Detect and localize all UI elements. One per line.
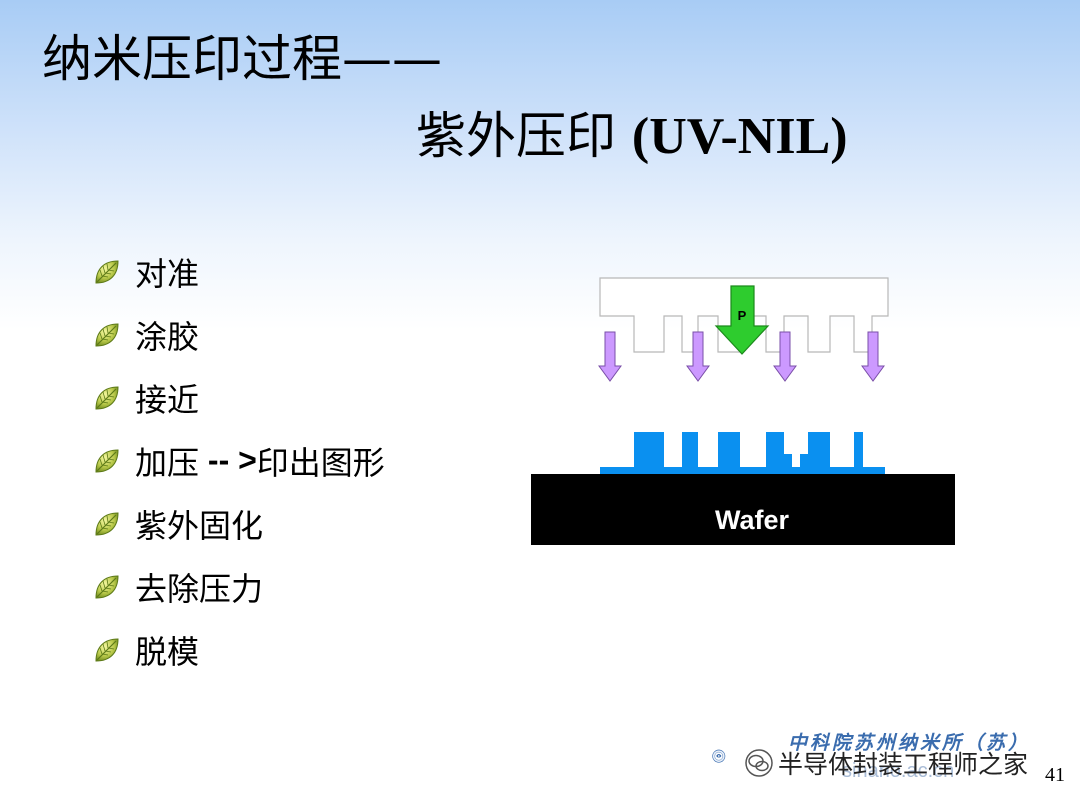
slide-title-line2: 紫外压印 (UV-NIL) bbox=[416, 103, 848, 170]
leaf-bullet-icon bbox=[92, 509, 122, 539]
leaf-bullet-icon bbox=[92, 320, 122, 350]
uv-arrow-icon bbox=[861, 331, 885, 382]
list-item: 脱模 bbox=[92, 618, 385, 681]
wafer-substrate bbox=[531, 474, 955, 545]
list-item: 去除压力 bbox=[92, 555, 385, 618]
institute-logo bbox=[712, 749, 726, 763]
slide-title-line1: 纳米压印过程—— bbox=[42, 30, 442, 88]
leaf-bullet-icon bbox=[92, 383, 122, 413]
leaf-bullet-icon bbox=[92, 572, 122, 602]
uv-nil-diagram: P Wafer bbox=[531, 277, 955, 545]
list-item: 加压 -- >印出图形 bbox=[92, 429, 385, 492]
institute-url: sinano.ac.cn bbox=[842, 760, 955, 782]
title-cn: 紫外压印 bbox=[416, 107, 616, 165]
uv-arrow-icon bbox=[686, 331, 710, 382]
leaf-bullet-icon bbox=[92, 446, 122, 476]
list-item-text: 紫外固化 bbox=[135, 506, 264, 545]
step-list: 对准 涂胶 接近 加压 -- >印出图形 紫外固化 去除压力 脱模 bbox=[92, 240, 385, 681]
list-item: 对准 bbox=[92, 240, 385, 303]
pressure-label: P bbox=[738, 308, 747, 323]
watermark: 半导体封装工程师之家 bbox=[744, 745, 1028, 781]
list-item-text-cn: 印出图形 bbox=[256, 443, 385, 482]
list-item-text-cn: 加压 bbox=[135, 443, 200, 482]
watermark-text: 半导体封装工程师之家 bbox=[778, 750, 1029, 779]
list-item: 紫外固化 bbox=[92, 492, 385, 555]
list-item: 接近 bbox=[92, 366, 385, 429]
institute-name: 中科院苏州纳米所（苏） bbox=[788, 732, 1031, 754]
list-item-text: 对准 bbox=[135, 254, 200, 293]
uv-arrow-icon bbox=[773, 331, 797, 382]
pressure-arrow-icon: P bbox=[714, 285, 770, 355]
list-item-text: 接近 bbox=[135, 380, 200, 419]
leaf-bullet-icon bbox=[92, 635, 122, 665]
list-item-text: 脱模 bbox=[135, 632, 200, 671]
page-number: 41 bbox=[1045, 764, 1065, 786]
uv-arrow-icon bbox=[598, 331, 622, 382]
list-item-text: 去除压力 bbox=[135, 569, 264, 608]
wechat-icon bbox=[745, 749, 773, 777]
uv-resist-layer bbox=[600, 432, 885, 474]
list-item: 涂胶 bbox=[92, 303, 385, 366]
list-item-text: 涂胶 bbox=[135, 317, 200, 356]
list-item-arrow-text: -- > bbox=[199, 442, 257, 478]
title-latin: (UV-NIL) bbox=[631, 108, 848, 165]
wafer-label: Wafer bbox=[715, 505, 790, 535]
leaf-bullet-icon bbox=[92, 257, 122, 287]
